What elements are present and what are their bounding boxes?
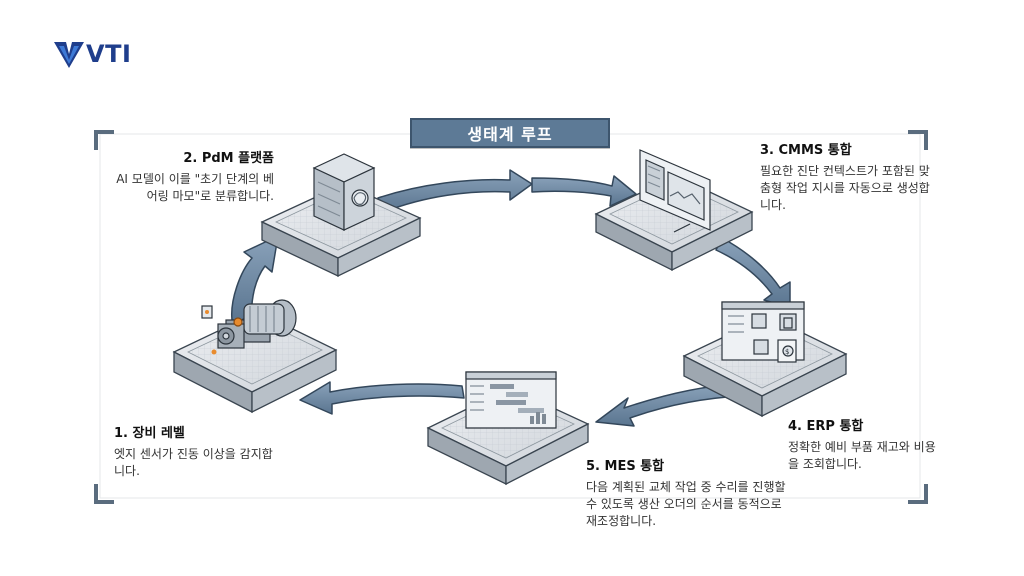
step-5-label: 5. MES 통합 다음 계획된 교체 작업 중 수리를 진행할 수 있도록 생… bbox=[586, 458, 786, 530]
step-3-label: 3. CMMS 통합 필요한 진단 컨텍스트가 포함된 맞춤형 작업 지시를 자… bbox=[760, 142, 930, 214]
production-schedule-icon bbox=[465, 371, 557, 429]
step-description: AI 모델이 이를 "초기 단계의 베어링 마모"로 분류합니다. bbox=[116, 172, 274, 203]
step-1-label: 1. 장비 레벨 엣지 센서가 진동 이상을 감지합니다. bbox=[114, 425, 274, 480]
step-title: 3. CMMS 통합 bbox=[760, 143, 852, 158]
logo-text: VTI bbox=[86, 40, 132, 68]
vti-logo: VTI bbox=[52, 38, 142, 72]
step-description: 다음 계획된 교체 작업 중 수리를 진행할 수 있도록 생산 오더의 순서를 … bbox=[586, 480, 786, 528]
arrow-2-to-3b bbox=[531, 175, 637, 207]
erp-inventory-icon: $ bbox=[721, 301, 805, 363]
arrow-5-to-1 bbox=[299, 381, 465, 415]
diagram-title: 생태계 루프 bbox=[410, 118, 610, 148]
step-title: 1. 장비 레벨 bbox=[114, 426, 185, 441]
step-description: 정확한 예비 부품 재고와 비용을 조회합니다. bbox=[788, 440, 936, 471]
step-4-label: 4. ERP 통합 정확한 예비 부품 재고와 비용을 조회합니다. bbox=[788, 418, 938, 473]
server-brain-icon bbox=[312, 153, 376, 231]
arrow-4-to-5 bbox=[595, 383, 743, 427]
vti-chevron-logo-icon bbox=[54, 42, 84, 68]
platform-1 bbox=[172, 311, 338, 414]
step-description: 필요한 진단 컨텍스트가 포함된 맞춤형 작업 지시를 자동으로 생성합니다. bbox=[760, 164, 930, 212]
step-description: 엣지 센서가 진동 이상을 감지합니다. bbox=[114, 447, 273, 478]
arrow-3-to-4 bbox=[715, 237, 791, 309]
frame-corners bbox=[94, 130, 928, 504]
motor-with-sensor-icon bbox=[201, 299, 297, 355]
work-order-monitor-icon bbox=[639, 149, 711, 233]
arrow-2-to-3a bbox=[377, 169, 533, 213]
step-title: 4. ERP 통합 bbox=[788, 419, 864, 434]
step-2-label: 2. PdM 플랫폼 AI 모델이 이를 "초기 단계의 베어링 마모"로 분류… bbox=[114, 150, 274, 205]
svg-text:$: $ bbox=[785, 348, 789, 356]
step-title: 5. MES 통합 bbox=[586, 459, 665, 474]
step-title: 2. PdM 플랫폼 bbox=[183, 151, 274, 166]
